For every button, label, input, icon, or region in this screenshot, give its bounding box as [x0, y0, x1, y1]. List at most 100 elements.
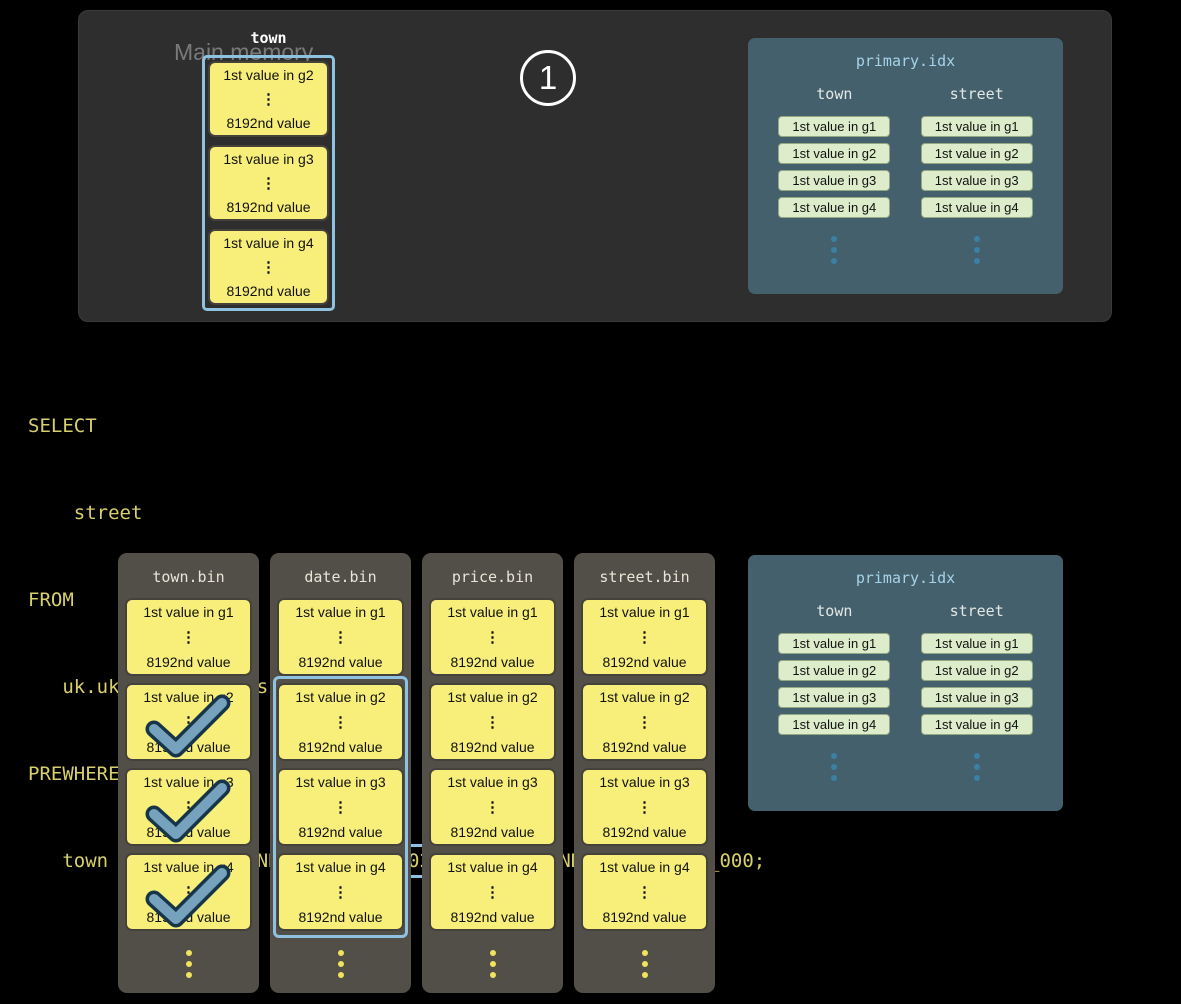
granule-first-value: 1st value in g3: [447, 774, 538, 790]
bin-column-town: town.bin 1st value in g1 ⋮ 8192nd value …: [118, 553, 259, 993]
granule-block-g4: 1st value in g4 ⋮ 8192nd value: [429, 853, 556, 931]
granule-last-value: 8192nd value: [602, 654, 687, 670]
bin-title: town.bin: [152, 568, 225, 586]
granule-last-value: 8192nd value: [298, 909, 383, 925]
vertical-ellipsis-icon: ⋮: [261, 258, 276, 276]
granule-block-g2: 1st value in g2 ⋮ 8192nd value: [277, 683, 404, 761]
granule-block-g4: 1st value in g4 ⋮ 8192nd value: [125, 853, 252, 931]
more-entries-ellipsis-icon: [973, 236, 980, 264]
column-header-street: street: [949, 85, 1004, 103]
bin-column-date: date.bin 1st value in g1 ⋮ 8192nd value …: [270, 553, 411, 993]
dot: [831, 764, 838, 770]
more-entries-ellipsis-icon: [831, 753, 838, 781]
memory-granule-block-g4: 1st value in g4 ⋮ 8192nd value: [208, 229, 329, 305]
granule-first-value: 1st value in g4: [223, 235, 314, 251]
more-granules-ellipsis-icon: [489, 950, 496, 978]
granule-last-value: 8192nd value: [450, 824, 535, 840]
index-entry: 1st value in g1: [778, 633, 891, 654]
granule-block-g1: 1st value in g1 ⋮ 8192nd value: [581, 598, 708, 676]
step-1-badge: 1: [520, 50, 576, 106]
vertical-ellipsis-icon: ⋮: [485, 628, 500, 646]
granule-last-value: 8192nd value: [146, 654, 231, 670]
index-entry: 1st value in g2: [778, 660, 891, 681]
vertical-ellipsis-icon: ⋮: [181, 628, 196, 646]
bin-title: date.bin: [304, 568, 377, 586]
memory-granule-block-g2: 1st value in g2 ⋮ 8192nd value: [208, 61, 329, 137]
dot: [973, 236, 980, 242]
dot: [973, 247, 980, 253]
loaded-granules-highlight-box: 1st value in g2 ⋮ 8192nd value 1st value…: [202, 55, 335, 311]
granule-first-value: 1st value in g3: [223, 151, 314, 167]
primary-idx-column-street: street 1st value in g1 1st value in g2 1…: [920, 85, 1033, 264]
dot: [489, 972, 496, 978]
granule-first-value: 1st value in g2: [599, 689, 690, 705]
dot: [641, 950, 648, 956]
primary-idx-panel-bottom: primary.idx town 1st value in g1 1st val…: [748, 555, 1063, 811]
granule-stack: 1st value in g1 ⋮ 8192nd value 1st value…: [277, 598, 404, 978]
vertical-ellipsis-icon: ⋮: [485, 883, 500, 901]
granule-block-g3: 1st value in g3 ⋮ 8192nd value: [277, 768, 404, 846]
more-granules-ellipsis-icon: [337, 950, 344, 978]
granule-first-value: 1st value in g1: [295, 604, 386, 620]
granule-stack: 1st value in g1 ⋮ 8192nd value 1st value…: [429, 598, 556, 978]
granule-first-value: 1st value in g3: [143, 774, 234, 790]
granule-first-value: 1st value in g4: [447, 859, 538, 875]
granule-last-value: 8192nd value: [298, 739, 383, 755]
index-entry: 1st value in g3: [920, 687, 1033, 708]
dot: [831, 753, 838, 759]
granule-last-value: 8192nd value: [146, 739, 231, 755]
more-entries-ellipsis-icon: [831, 236, 838, 264]
index-entry: 1st value in g4: [920, 714, 1033, 735]
granule-block-g1: 1st value in g1 ⋮ 8192nd value: [277, 598, 404, 676]
dot: [973, 764, 980, 770]
granule-stack: 1st value in g1 ⋮ 8192nd value 1st value…: [125, 598, 252, 978]
index-entry: 1st value in g4: [778, 197, 891, 218]
sql-line: SELECT: [28, 415, 97, 437]
index-entry: 1st value in g1: [920, 116, 1033, 137]
step-number: 1: [538, 59, 558, 96]
dot: [831, 247, 838, 253]
dot: [337, 950, 344, 956]
dot: [973, 258, 980, 264]
granule-block-g4: 1st value in g4 ⋮ 8192nd value: [277, 853, 404, 931]
vertical-ellipsis-icon: ⋮: [181, 883, 196, 901]
more-granules-ellipsis-icon: [185, 950, 192, 978]
granule-last-value: 8192nd value: [450, 739, 535, 755]
bin-title: street.bin: [599, 568, 690, 586]
primary-idx-title: primary.idx: [855, 569, 956, 587]
vertical-ellipsis-icon: ⋮: [333, 713, 348, 731]
granule-last-value: 8192nd value: [226, 199, 311, 215]
index-entry: 1st value in g1: [920, 633, 1033, 654]
granule-first-value: 1st value in g3: [599, 774, 690, 790]
granule-first-value: 1st value in g4: [143, 859, 234, 875]
primary-idx-column-town: town 1st value in g1 1st value in g2 1st…: [778, 602, 891, 781]
granule-block-g4: 1st value in g4 ⋮ 8192nd value: [581, 853, 708, 931]
dot: [185, 972, 192, 978]
primary-idx-title: primary.idx: [855, 52, 956, 70]
bin-title: price.bin: [451, 568, 534, 586]
sql-line: PREWHERE: [28, 763, 120, 785]
dot: [973, 775, 980, 781]
granule-last-value: 8192nd value: [450, 909, 535, 925]
granule-block-g2: 1st value in g2 ⋮ 8192nd value: [429, 683, 556, 761]
vertical-ellipsis-icon: ⋮: [637, 713, 652, 731]
index-entry: 1st value in g1: [778, 116, 891, 137]
granule-first-value: 1st value in g2: [143, 689, 234, 705]
index-entry: 1st value in g4: [920, 197, 1033, 218]
more-entries-ellipsis-icon: [973, 753, 980, 781]
more-granules-ellipsis-icon: [641, 950, 648, 978]
index-entry: 1st value in g3: [920, 170, 1033, 191]
sql-line: street: [28, 502, 143, 524]
primary-idx-panel-top: primary.idx town 1st value in g1 1st val…: [748, 38, 1063, 294]
granule-last-value: 8192nd value: [450, 654, 535, 670]
dot: [831, 236, 838, 242]
granule-first-value: 1st value in g1: [599, 604, 690, 620]
dot: [489, 961, 496, 967]
dot: [831, 258, 838, 264]
granule-first-value: 1st value in g4: [599, 859, 690, 875]
vertical-ellipsis-icon: ⋮: [333, 628, 348, 646]
sql-line: FROM: [28, 589, 74, 611]
granule-block-g2: 1st value in g2 ⋮ 8192nd value: [581, 683, 708, 761]
vertical-ellipsis-icon: ⋮: [485, 798, 500, 816]
primary-idx-column-street: street 1st value in g1 1st value in g2 1…: [920, 602, 1033, 781]
